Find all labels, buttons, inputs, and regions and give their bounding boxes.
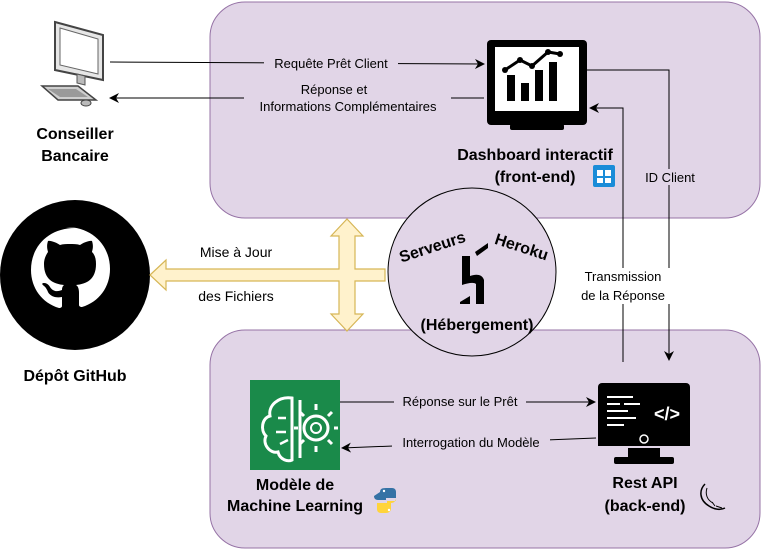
ml-label-line1: Modèle de bbox=[256, 477, 334, 494]
dashboard-monitor-icon bbox=[487, 40, 587, 130]
heroku-circle bbox=[387, 187, 557, 357]
github-label: Dépôt GitHub bbox=[23, 368, 126, 385]
dashboard-label-line2: (front-end) bbox=[495, 169, 576, 186]
flask-icon bbox=[700, 483, 726, 511]
dashboard-label-line1: Dashboard interactif bbox=[457, 147, 613, 164]
github-icon bbox=[0, 200, 150, 350]
conseiller-label-line2: Bancaire bbox=[41, 148, 109, 165]
edge-reponse-pret-label: Réponse sur le Prêt bbox=[403, 394, 518, 409]
edge-reponse-label-line1: Réponse et bbox=[301, 82, 368, 97]
conseiller-label-line1: Conseiller bbox=[36, 126, 113, 143]
edge-interrogation-label: Interrogation du Modèle bbox=[402, 435, 539, 450]
streamlit-icon bbox=[593, 165, 615, 187]
edge-transmission-label-line2: de la Réponse bbox=[581, 288, 665, 303]
github-octocat-icon bbox=[31, 227, 110, 308]
ml-label-line2: Machine Learning bbox=[227, 498, 363, 515]
edge-reponse-label-line2: Informations Complémentaires bbox=[259, 99, 437, 114]
api-label-line1: Rest API bbox=[612, 475, 677, 492]
rest-api-icon: </> bbox=[598, 383, 690, 464]
mise-a-jour-arrow bbox=[149, 218, 386, 332]
edge-id-client-line bbox=[587, 69, 674, 361]
heroku-caption: (Hébergement) bbox=[421, 317, 534, 334]
svg-text:</>: </> bbox=[654, 404, 680, 424]
edge-transmission-label-line1: Transmission bbox=[585, 269, 662, 284]
computer-icon bbox=[40, 20, 104, 107]
edge-requete-label: Requête Prêt Client bbox=[274, 56, 388, 71]
mise-a-jour-label-line2: des Fichiers bbox=[198, 288, 273, 304]
api-label-line2: (back-end) bbox=[605, 498, 686, 515]
mise-a-jour-label-line1: Mise à Jour bbox=[200, 244, 273, 260]
heroku-logo-icon bbox=[460, 243, 488, 304]
ml-brain-icon bbox=[250, 380, 340, 470]
edge-id-client-label: ID Client bbox=[645, 170, 695, 185]
python-icon bbox=[374, 488, 396, 513]
